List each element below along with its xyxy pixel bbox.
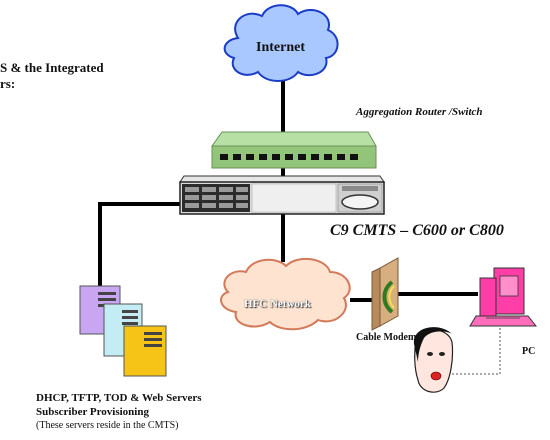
servers-title: DHCP, TFTP, TOD & Web Servers [36,392,202,404]
intro-text-line2: rs: [0,76,16,91]
cmts-chassis-icon [179,175,385,215]
cable-modem-icon [371,257,399,331]
pc-icon [469,267,538,327]
user-face-icon [413,327,454,393]
cable-modem-label: Cable Modem [356,332,417,343]
cmts-label: C9 CMTS – C600 or C800 [330,222,504,239]
link-cmts-servers [98,202,185,286]
server-stack-icon [79,285,167,377]
hfc-network-label: HFC Network [244,298,311,310]
pc-label: PC [522,346,536,357]
servers-subtitle: Subscriber Provisioning [36,406,149,418]
internet-label: Internet [256,40,305,55]
router-switch-icon [211,131,377,169]
internet-cloud-icon [223,4,339,82]
aggregation-router-label: Aggregation Router /Switch [356,106,483,118]
intro-text-line1: S & the Integrated [0,60,104,75]
hfc-cloud-icon [220,257,351,331]
servers-note: (These servers reside in the CMTS) [36,420,179,431]
user-pc-dotted-link [448,326,501,375]
